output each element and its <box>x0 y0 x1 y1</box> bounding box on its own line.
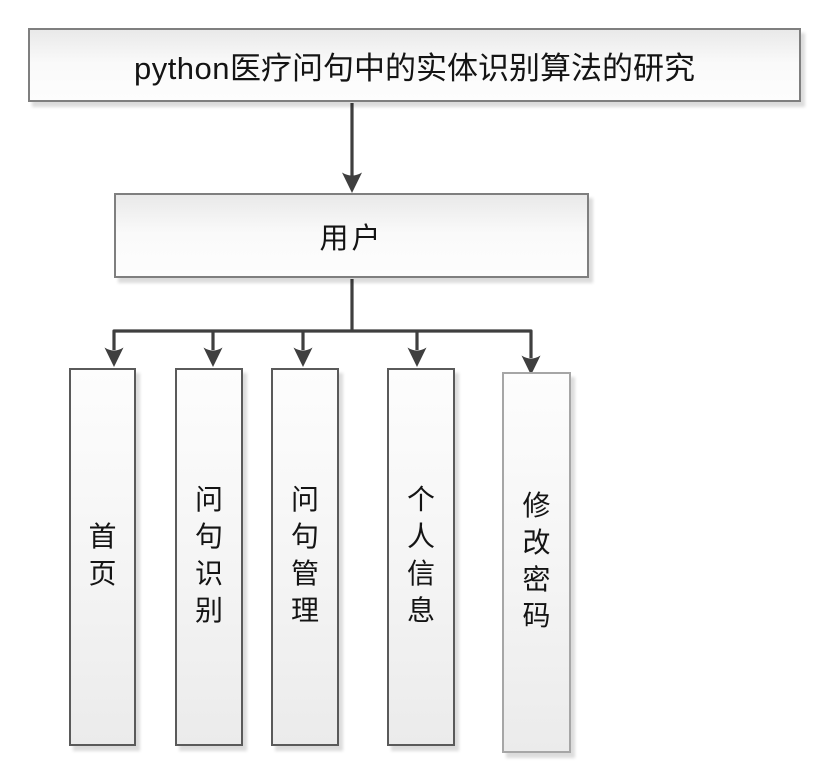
node-question-recognition: 问句识别 <box>175 368 243 746</box>
node-personal-info-label: 个人信息 <box>406 485 435 627</box>
node-user-label: 用户 <box>319 222 384 255</box>
arrowhead-to-question-recognition <box>203 347 223 367</box>
arrowhead-to-personal-info <box>407 347 427 367</box>
node-question-recognition-label: 问句识别 <box>194 485 223 627</box>
node-question-management-label: 问句管理 <box>290 485 319 627</box>
arrowhead-to-home <box>104 347 124 367</box>
arrowhead-to-user <box>342 172 362 193</box>
node-user: 用户 <box>114 193 589 278</box>
project-title-text: python医疗问句中的实体识别算法的研究 <box>134 43 695 88</box>
node-project-title: python医疗问句中的实体识别算法的研究 <box>28 28 801 102</box>
node-change-password: 修改密码 <box>502 372 571 753</box>
arrowhead-to-question-management <box>293 347 313 367</box>
node-change-password-label: 修改密码 <box>522 490 551 633</box>
project-title-latin: python <box>133 50 231 86</box>
node-home: 首页 <box>69 368 136 746</box>
connector-branch-rail <box>112 329 533 358</box>
node-home-label: 首页 <box>88 522 117 590</box>
node-question-management: 问句管理 <box>271 368 339 746</box>
project-title-chinese: 医疗问句中的实体识别算法的研究 <box>230 50 696 86</box>
node-personal-info: 个人信息 <box>387 368 455 746</box>
